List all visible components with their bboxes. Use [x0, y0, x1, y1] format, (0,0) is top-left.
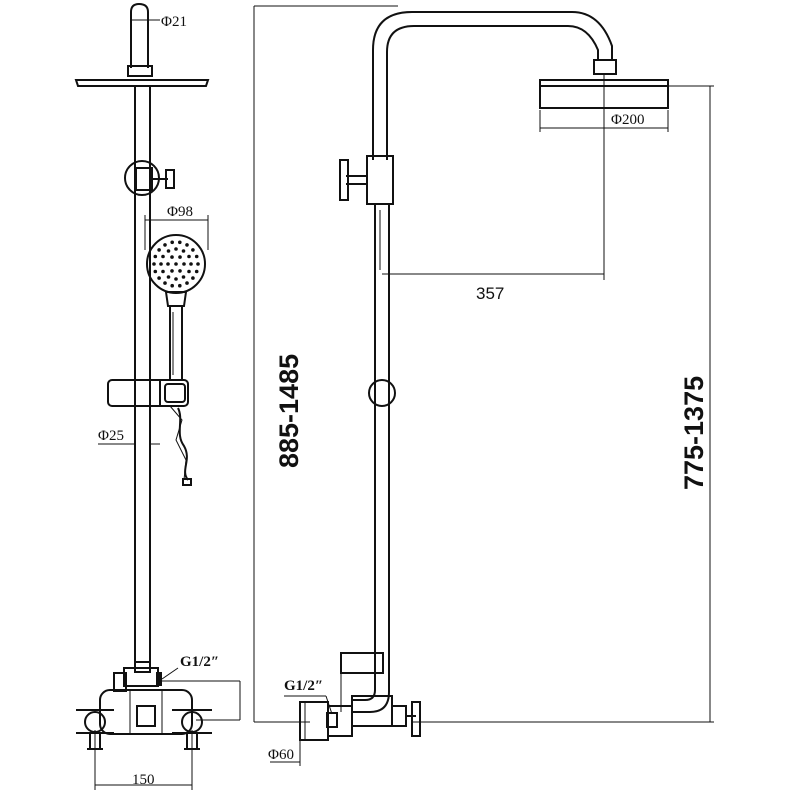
front-arm — [130, 2, 149, 68]
side-view: 885-1485 Φ200 775-1375 357 — [253, 5, 714, 766]
nozzle-dot — [166, 275, 171, 279]
diameter-200-label: Φ200 — [611, 112, 644, 128]
width-150-label: 150 — [132, 772, 155, 788]
nozzle-dot — [166, 249, 171, 253]
nozzle-dot — [159, 262, 163, 266]
nozzle-dot — [170, 283, 174, 288]
front-shower-hose — [169, 405, 187, 481]
nozzle-dot — [170, 240, 174, 245]
diameter-25-label: Φ25 — [98, 428, 124, 444]
nozzle-dot — [166, 262, 170, 266]
nozzle-dot — [191, 276, 195, 280]
nozzle-dot — [194, 254, 199, 259]
nozzle-dot — [178, 240, 182, 245]
nozzle-dot — [182, 262, 186, 266]
nozzle-dot — [178, 269, 182, 273]
diameter-21-label: Φ21 — [161, 14, 187, 30]
side-bottom-elbow — [352, 660, 376, 701]
nozzle-dot — [189, 262, 193, 266]
side-riser-arm-inner — [386, 25, 599, 160]
nozzle-dot — [187, 254, 191, 259]
nozzle-dot — [157, 276, 161, 280]
nozzle-dot — [163, 281, 167, 285]
side-diverter-body — [366, 155, 394, 205]
nozzle-dot — [187, 269, 191, 274]
side-wall-eccentric — [327, 705, 353, 737]
nozzle-dot — [194, 269, 199, 274]
nozzle-dot — [153, 254, 158, 259]
side-head-connector — [593, 59, 617, 75]
nozzle-dot — [174, 262, 178, 266]
thread-label-front: G1/2″ — [180, 654, 219, 670]
nozzle-dot — [174, 247, 178, 251]
side-diverter-knob — [339, 159, 349, 201]
nozzle-dot — [153, 269, 158, 274]
height-885-1485-label: 885-1485 — [274, 354, 304, 468]
hand-shower-nozzles — [152, 240, 200, 288]
nozzle-dot — [178, 255, 182, 259]
front-view: Φ21 Φ98 — [74, 2, 241, 790]
front-mixer-body — [99, 689, 193, 735]
front-left-handle — [84, 711, 106, 733]
height-775-1375-label: 775-1375 — [679, 376, 709, 490]
nozzle-dot — [170, 269, 174, 273]
nozzle-dot — [191, 248, 195, 252]
nozzle-dot — [157, 248, 161, 252]
nozzle-dot — [161, 254, 165, 259]
nozzle-dot — [161, 269, 165, 274]
nozzle-dot — [185, 281, 189, 285]
nozzle-dot — [163, 243, 167, 247]
diameter-98-label: Φ98 — [167, 204, 193, 220]
front-slide-bracket — [107, 379, 189, 407]
front-hand-shower-handle — [169, 305, 183, 381]
nozzle-dot — [181, 275, 186, 279]
thread-label-side: G1/2″ — [284, 678, 323, 694]
nozzle-dot — [174, 277, 178, 281]
side-slide-bracket — [368, 379, 396, 407]
side-riser-arm-outer — [372, 11, 613, 160]
nozzle-dot — [178, 283, 182, 288]
front-head-connector — [127, 65, 153, 77]
nozzle-dot — [185, 243, 189, 247]
nozzle-dot — [152, 262, 156, 266]
nozzle-dot — [196, 262, 200, 266]
front-rain-head — [74, 79, 210, 87]
nozzle-dot — [170, 255, 174, 259]
side-mixer-handle — [411, 701, 421, 737]
reach-357-label: 357 — [476, 284, 504, 303]
nozzle-dot — [181, 249, 186, 253]
diameter-60-label: Φ60 — [268, 747, 294, 763]
